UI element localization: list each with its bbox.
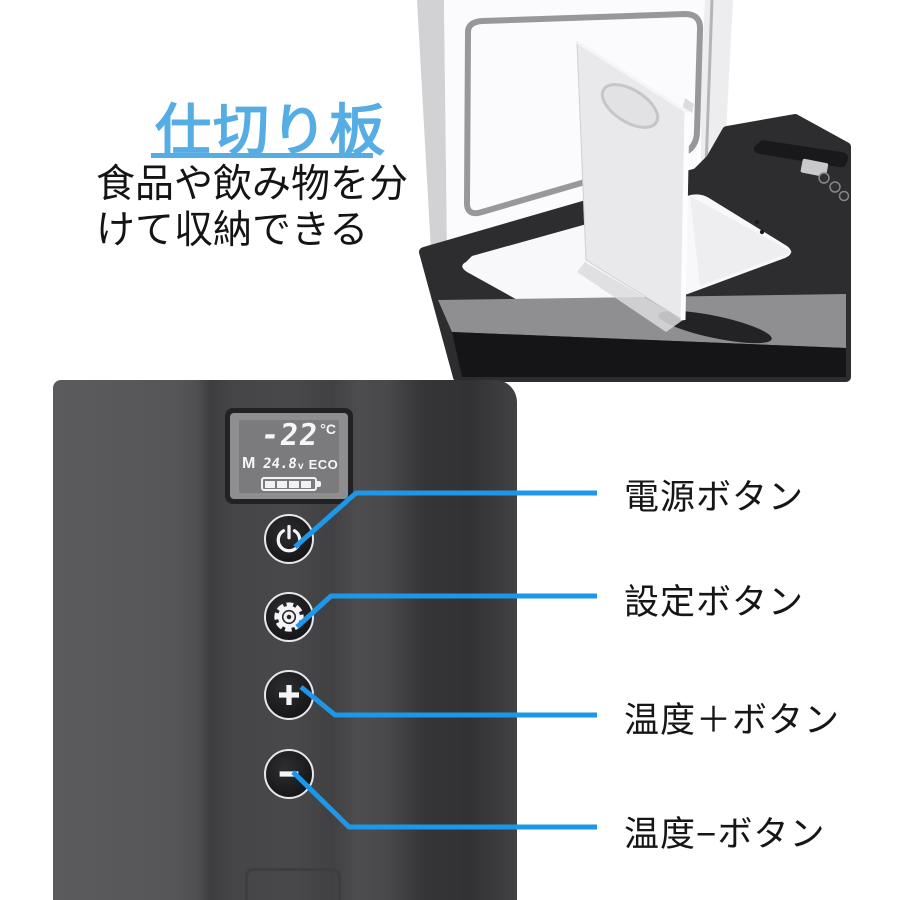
body-base [452,332,846,377]
voltage-readout: 24.8 [262,456,299,472]
lid-gasket [463,10,704,217]
feature-description: 食品や飲み物を分 けて収納できる [96,163,409,252]
lid-seam [704,0,714,169]
lcd-frame: -22 °C M 24.8 v ECO [230,413,348,499]
control-panel-closeup: -22 °C M 24.8 v ECO [53,380,517,900]
title-underline [151,153,373,158]
temp-plus-button [264,670,314,720]
handle-slot [753,140,849,168]
temp-minus-button [264,749,314,799]
mini-button [818,172,830,184]
rim-detail-dot [759,229,765,235]
eco-indicator: ECO [308,456,339,472]
product-photo [417,0,851,382]
divider-shadow [577,262,683,332]
label-temp-plus-button: 温度＋ボタン [624,701,841,740]
label-settings-button: 設定ボタン [624,583,805,622]
label-temp-minus-button: 温度−ボタン [624,815,826,854]
minus-icon [279,771,299,777]
gear-icon [274,602,304,632]
label-power-button: 電源ボタン [624,478,805,517]
power-button [264,514,314,564]
settings-button [264,592,314,642]
power-icon [276,524,302,553]
mini-button [829,181,841,193]
plus-icon [279,685,299,705]
temperature-unit: °C [320,421,336,437]
lid-left-edge [417,0,447,251]
battery-indicator [261,477,321,491]
mini-button [838,190,850,202]
handle-groove [658,310,772,344]
divider-edge-highlight [680,111,690,321]
divider-handle-cutout [600,83,660,129]
feature-title: 仕切り板 [155,99,387,162]
voltage-unit: v [298,460,304,472]
mini-control-panel [800,158,829,177]
panel-groove [245,868,341,900]
divider-top-edge [576,40,688,114]
rim-detail-dot [754,219,760,225]
divider-tab [683,98,694,113]
mode-indicator: M [242,455,256,472]
interior-right-wall [690,196,792,286]
lcd-screen: -22 °C M 24.8 v ECO [239,418,339,493]
lcd-display: -22 °C M 24.8 v ECO [225,408,353,504]
temperature-readout: -22 [259,418,321,453]
